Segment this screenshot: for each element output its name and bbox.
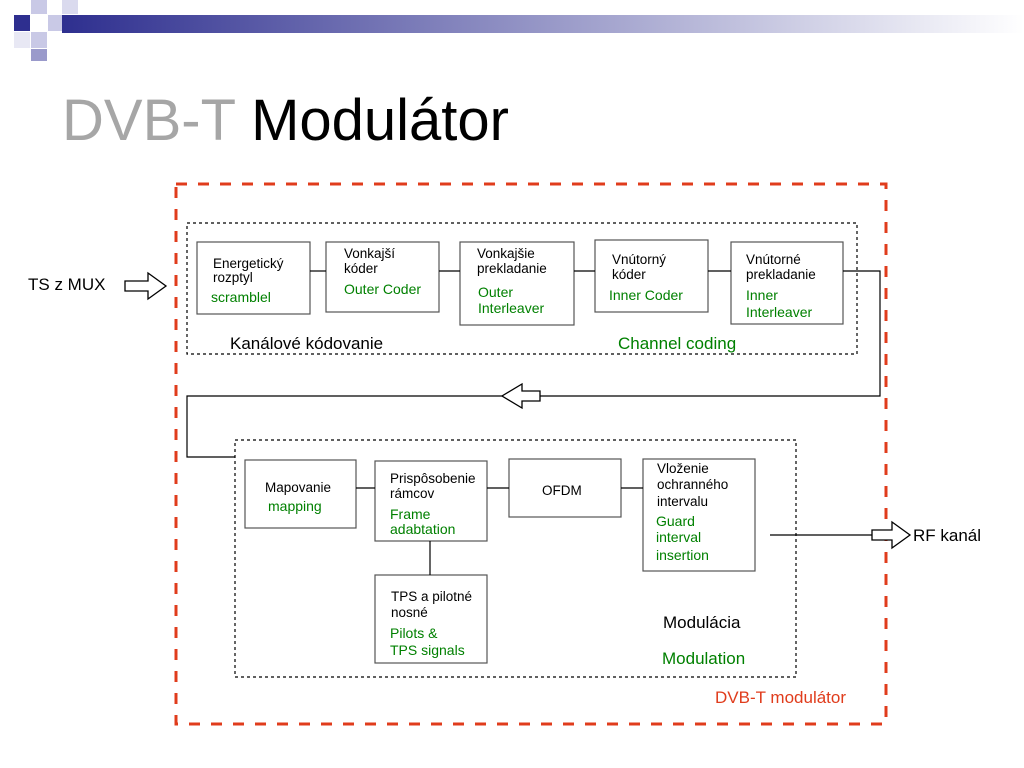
block-label-sk: prekladanie	[746, 267, 816, 282]
block-label-en: interval	[656, 529, 702, 545]
block-inner-interleaver	[730, 241, 844, 325]
block-label-sk: nosné	[391, 605, 428, 620]
slide-title: DVB-T Modulátor	[62, 92, 509, 150]
block-label-en: Interleaver	[746, 304, 813, 320]
block-label-sk: Mapovanie	[265, 480, 332, 495]
block-label-sk: kóder	[344, 261, 378, 276]
modulation-label-en: Modulation	[662, 649, 746, 668]
block-label-en: Inner	[746, 287, 778, 303]
block-label-sk: Vloženie	[657, 461, 709, 476]
input-label: TS z MUX	[28, 275, 106, 294]
block-label-sk: rámcov	[390, 486, 435, 501]
output-arrow-icon	[871, 520, 912, 550]
block-label-sk: TPS a pilotné	[391, 589, 473, 604]
block-label-en: Guard	[656, 513, 695, 529]
block-label-en: insertion	[656, 547, 709, 563]
block-frame-adaptation	[374, 460, 488, 542]
block-label-en: Inner Coder	[609, 287, 683, 303]
block-label-sk: Vonkajší	[344, 246, 396, 261]
block-label-sk: Vonkajšie	[477, 246, 535, 261]
block-label-sk: Energetický	[213, 256, 284, 271]
block-guard-interval	[642, 458, 756, 572]
block-label-sk: kóder	[612, 267, 646, 282]
block-outer-interleaver	[459, 241, 575, 326]
block-energy-dispersal	[196, 241, 311, 315]
channel-coding-label-en: Channel coding	[618, 334, 737, 353]
channel-coding-group	[186, 222, 858, 355]
block-label-en: Outer	[478, 284, 514, 300]
block-label-en: Interleaver	[478, 300, 545, 316]
block-label-en: TPS signals	[390, 642, 465, 658]
block-label-sk: ochranného	[657, 477, 729, 492]
block-outer-coder	[325, 241, 440, 313]
block-tps-pilots	[374, 574, 488, 664]
gradient-bar	[62, 15, 1024, 33]
corner-decoration	[14, 0, 1024, 61]
block-label-sk: intervalu	[657, 494, 709, 509]
outer-modulator-border	[174, 182, 888, 726]
block-label-en: Frame	[390, 506, 431, 522]
block-label-en: scramblel	[211, 289, 271, 305]
block-label-en: Outer Coder	[344, 281, 422, 297]
return-arrow-icon	[500, 382, 541, 410]
block-mapping	[244, 459, 357, 529]
block-label-sk: prekladanie	[477, 261, 547, 276]
modulation-label-sk: Modulácia	[663, 613, 741, 632]
input-arrow-icon	[124, 271, 168, 301]
block-ofdm	[508, 458, 622, 518]
block-label-sk: Vnútorné	[746, 252, 801, 267]
title-prefix: DVB-T	[62, 88, 235, 153]
block-inner-coder	[594, 239, 709, 313]
block-label-en: adabtation	[390, 521, 456, 537]
block-label-sk: Vnútorný	[612, 252, 667, 267]
block-label-en: Pilots &	[390, 625, 438, 641]
modulator-label: DVB-T modulátor	[715, 688, 847, 707]
modulation-group	[234, 439, 797, 678]
output-label: RF kanál	[913, 526, 982, 545]
block-label-sk: OFDM	[542, 483, 582, 498]
block-label-en: mapping	[268, 498, 322, 514]
title-main: Modulátor	[251, 88, 509, 153]
block-label-sk: rozptyl	[213, 270, 253, 285]
block-label-sk: Prispôsobenie	[390, 471, 476, 486]
channel-coding-label-sk: Kanálové kódovanie	[230, 334, 384, 353]
